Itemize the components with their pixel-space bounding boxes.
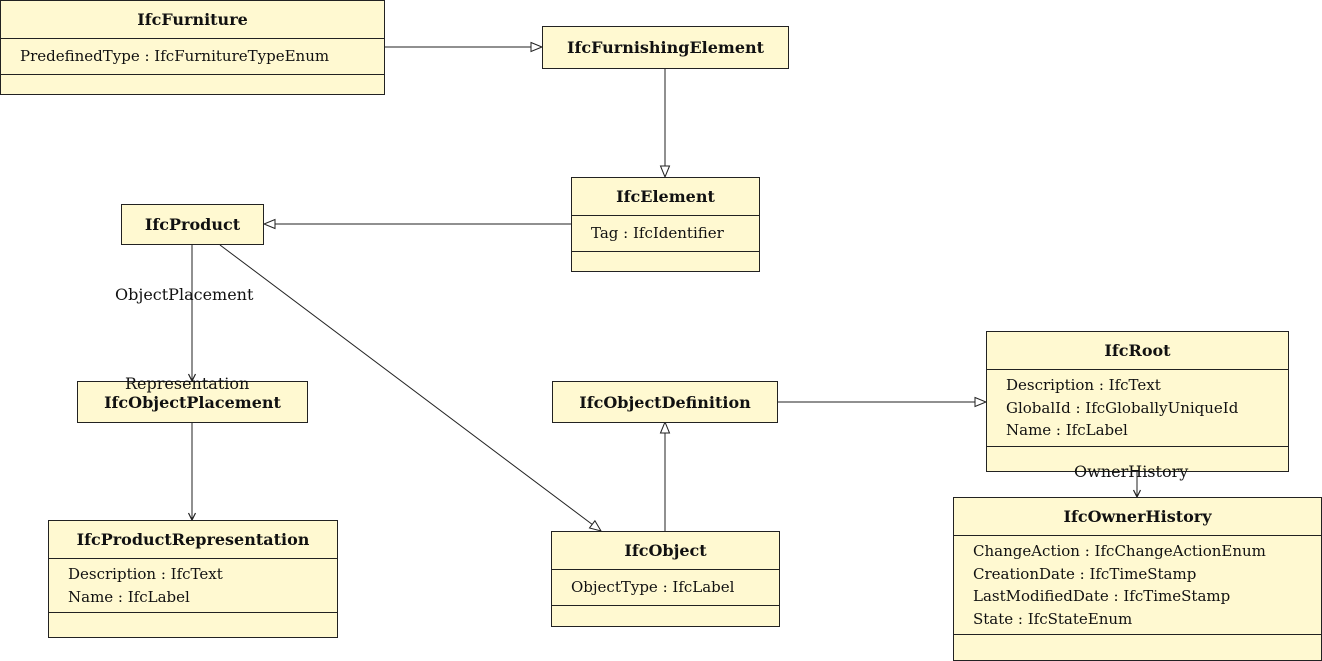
class-ifc-element[interactable]: IfcElement Tag : IfcIdentifier	[571, 177, 760, 272]
class-name: IfcProductRepresentation	[76, 530, 310, 549]
class-attributes: PredefinedType : IfcFurnitureTypeEnum	[1, 38, 384, 74]
class-ifc-root[interactable]: IfcRoot Description : IfcText GlobalId :…	[986, 331, 1289, 472]
attribute: PredefinedType : IfcFurnitureTypeEnum	[20, 47, 330, 65]
attribute: Name : IfcLabel	[68, 587, 190, 606]
attribute: Description : IfcText	[1006, 376, 1161, 394]
attribute: Description : IfcText	[68, 565, 223, 583]
class-name: IfcObjectPlacement	[104, 392, 281, 412]
attribute: CreationDate : IfcTimeStamp	[973, 564, 1197, 583]
class-ifc-product-representation[interactable]: IfcProductRepresentation Description : I…	[48, 520, 338, 638]
attribute: Tag : IfcIdentifier	[591, 224, 724, 242]
class-ifc-object-placement[interactable]: IfcObjectPlacement	[77, 381, 308, 423]
class-ifc-object[interactable]: IfcObject ObjectType : IfcLabel	[551, 531, 780, 627]
attribute: ObjectType : IfcLabel	[571, 578, 735, 596]
attribute: State : IfcStateEnum	[973, 609, 1133, 628]
attribute: ChangeAction : IfcChangeActionEnum	[973, 542, 1266, 560]
class-attributes: Tag : IfcIdentifier	[572, 215, 759, 251]
class-name: IfcProduct	[144, 215, 241, 234]
class-ifc-furnishing-element[interactable]: IfcFurnishingElement	[542, 26, 789, 69]
class-name: IfcOwnerHistory	[1063, 507, 1212, 526]
attribute: Name : IfcLabel	[1006, 421, 1128, 439]
class-name: IfcRoot	[1104, 341, 1171, 360]
class-ifc-furniture[interactable]: IfcFurniture PredefinedType : IfcFurnitu…	[0, 0, 385, 95]
class-name: IfcFurniture	[137, 10, 248, 29]
class-attributes: ObjectType : IfcLabel	[552, 569, 779, 605]
association-label-representation: Representation	[125, 374, 250, 393]
class-ifc-object-definition[interactable]: IfcObjectDefinition	[552, 381, 778, 423]
class-operations	[987, 445, 1288, 472]
association-label-object-placement: ObjectPlacement	[115, 285, 254, 304]
class-ifc-owner-history[interactable]: IfcOwnerHistory ChangeAction : IfcChange…	[953, 497, 1322, 661]
class-operations	[572, 250, 759, 272]
class-operations	[49, 612, 337, 637]
class-operations	[552, 604, 779, 627]
attribute: LastModifiedDate : IfcTimeStamp	[973, 587, 1231, 605]
class-operations	[1, 73, 384, 95]
attribute: GlobalId : IfcGloballyUniqueId	[1006, 398, 1239, 417]
class-name: IfcElement	[616, 187, 715, 206]
class-name: IfcFurnishingElement	[566, 38, 765, 57]
class-operations	[954, 634, 1321, 660]
class-attributes: Description : IfcText GlobalId : IfcGlob…	[987, 369, 1288, 446]
class-ifc-product[interactable]: IfcProduct	[121, 204, 264, 245]
class-name: IfcObject	[624, 541, 707, 560]
association-label-owner-history: OwnerHistory	[1074, 462, 1189, 481]
class-attributes: ChangeAction : IfcChangeActionEnum Creat…	[954, 535, 1321, 634]
class-name: IfcObjectDefinition	[579, 392, 751, 412]
generalization-product-to-object	[219, 244, 601, 531]
class-attributes: Description : IfcText Name : IfcLabel	[49, 558, 337, 612]
